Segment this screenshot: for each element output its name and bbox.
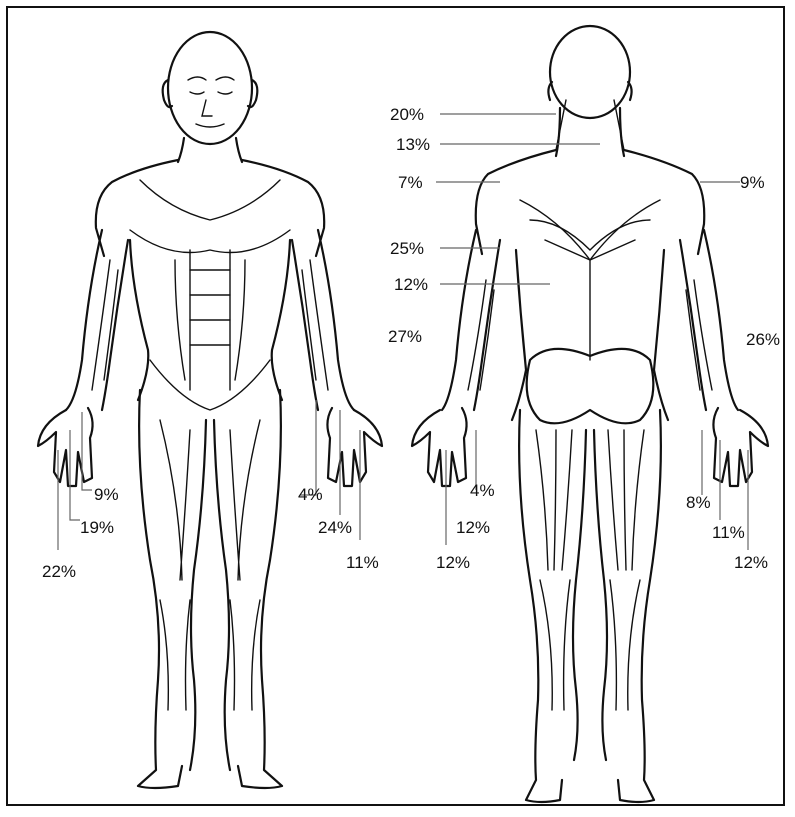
figure-border: [6, 6, 785, 806]
